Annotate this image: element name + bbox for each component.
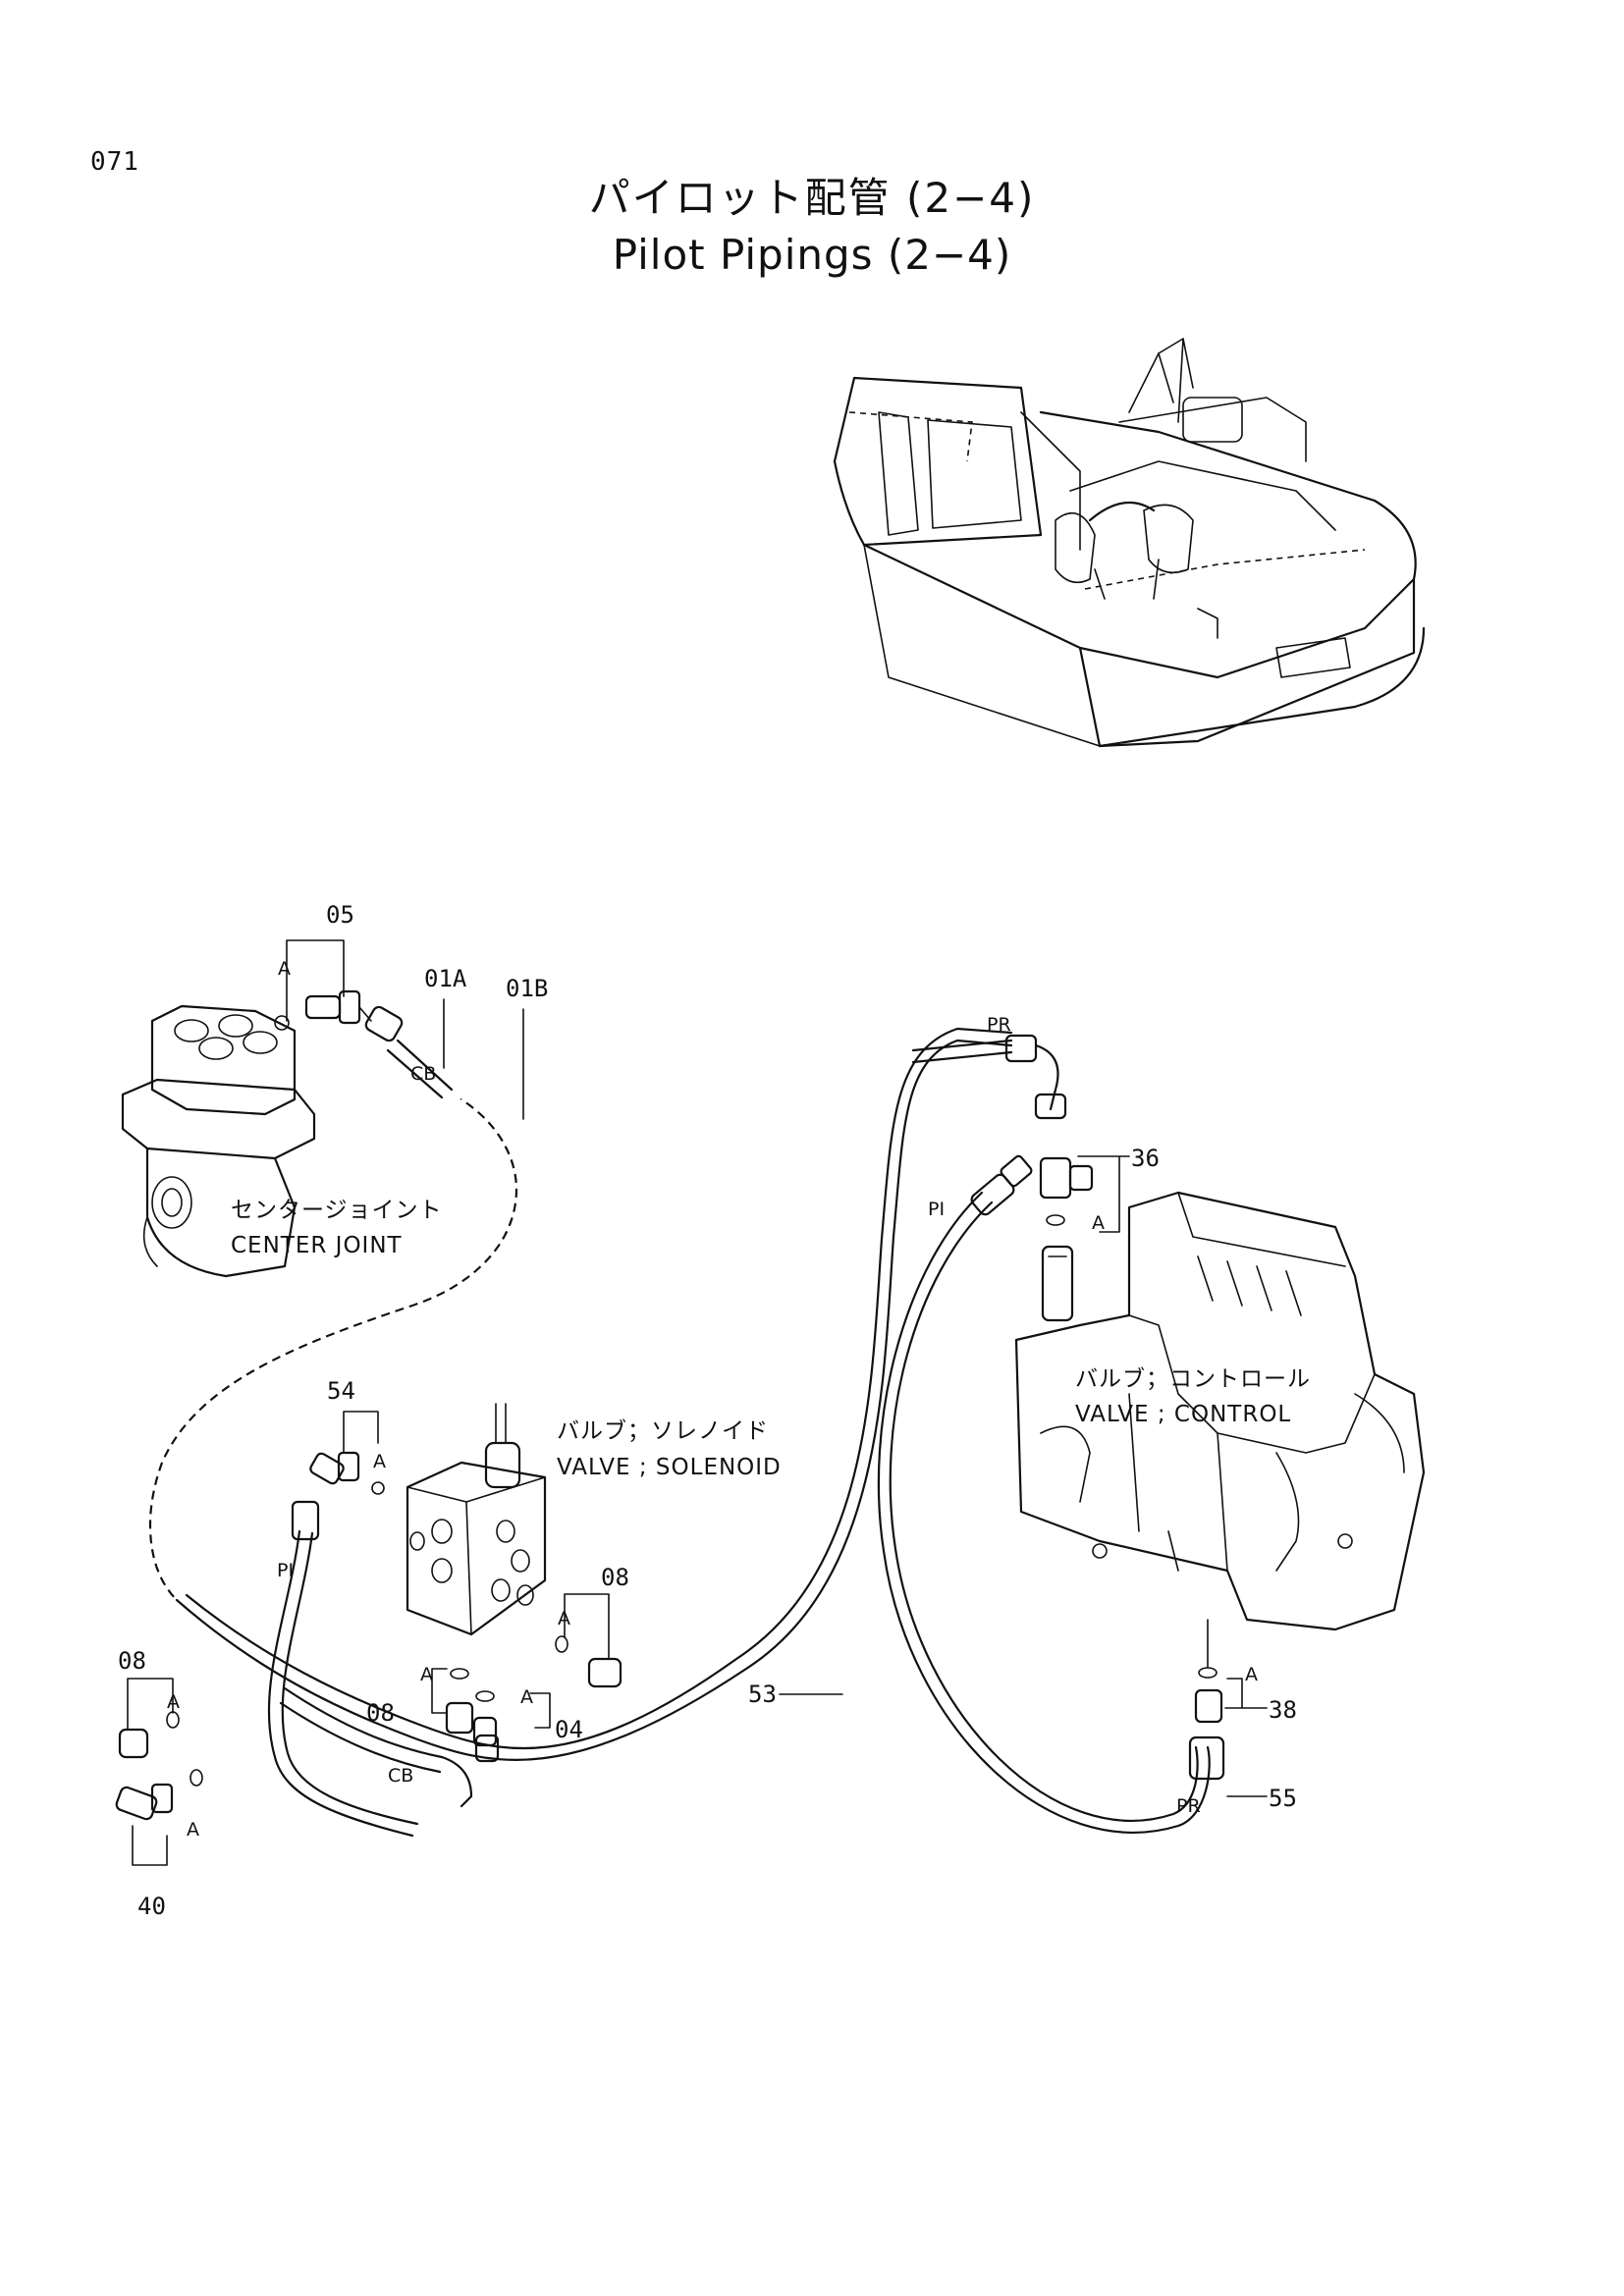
part-label-36: 36 (1131, 1145, 1160, 1172)
fitting-36-tee (1039, 1156, 1094, 1226)
part-label-08-right: 08 (601, 1564, 629, 1591)
ref-label-a: A (278, 958, 291, 980)
ref-label-pr: PR (987, 1014, 1011, 1036)
center-joint-label-en: CENTER JOINT (231, 1233, 403, 1258)
part-label-08-bottom: 08 (366, 1699, 395, 1727)
part-label-53: 53 (748, 1681, 777, 1708)
fitting-54-elbow (291, 1451, 385, 1541)
hose-cb-lower (279, 1686, 444, 1774)
ref-label-a: A (1245, 1664, 1258, 1685)
part-label-54: 54 (327, 1377, 355, 1405)
solenoid-valve-label-jp: バルブ；ソレノイド (557, 1418, 769, 1444)
ref-label-a: A (558, 1608, 570, 1629)
fitting-08-plug-left (118, 1711, 180, 1759)
fitting-08-adapter-bottom (445, 1668, 474, 1735)
center-joint-label-jp: センタージョイント (231, 1198, 443, 1223)
solenoid-valve-illustration (406, 1403, 547, 1636)
fitting-04-adapter (472, 1690, 498, 1747)
hose-53 (175, 1027, 1013, 1761)
fitting-pi-upper (970, 1154, 1033, 1216)
fitting-cb-elbow-lower (440, 1734, 500, 1808)
fitting-38-adapter (1194, 1667, 1223, 1724)
part-label-05: 05 (326, 901, 354, 929)
control-valve-illustration (1014, 1191, 1426, 1631)
ref-label-a: A (167, 1691, 180, 1713)
ref-label-cb: CB (388, 1765, 413, 1787)
control-valve-label-jp: バルブ；コントロール (1075, 1366, 1311, 1392)
fitting-08-plug-right (555, 1635, 623, 1688)
part-label-01a: 01A (424, 965, 467, 992)
fitting-55-hose-end (1188, 1735, 1225, 1781)
excavator-overview-illustration (833, 338, 1426, 748)
ref-label-pi: PI (928, 1199, 945, 1220)
ref-label-a: A (520, 1686, 533, 1708)
control-valve-label-en: VALVE ; CONTROL (1075, 1402, 1291, 1427)
part-label-55: 55 (1269, 1785, 1297, 1812)
ref-label-pi: PI (277, 1560, 294, 1581)
ref-label-a: A (420, 1664, 433, 1685)
part-label-38: 38 (1269, 1696, 1297, 1724)
ref-label-a: A (373, 1451, 386, 1472)
ref-label-pr: PR (1176, 1795, 1201, 1817)
fitting-01a-hose-end (364, 1005, 454, 1099)
hose-01b-spiral (140, 1092, 526, 1607)
leader-lines (127, 939, 1268, 1866)
part-label-40: 40 (137, 1893, 166, 1920)
fitting-40-elbow (115, 1769, 203, 1821)
part-label-08-left: 08 (118, 1647, 146, 1675)
page-number: 071 (90, 147, 139, 177)
part-label-01b: 01B (506, 975, 548, 1002)
fitting-05-elbow (274, 989, 372, 1031)
part-label-04: 04 (555, 1716, 583, 1743)
fitting-pr-elbow (911, 1034, 1067, 1120)
hose-pi-54 (267, 1529, 419, 1838)
ref-label-a: A (187, 1819, 199, 1841)
solenoid-valve-label-en: VALVE ; SOLENOID (557, 1455, 782, 1480)
ref-label-cb: CB (410, 1063, 436, 1085)
title-japanese: パイロット配管 (2−4) (588, 174, 1036, 222)
title-english: Pilot Pipings (2−4) (612, 231, 1012, 279)
hose-55 (877, 1191, 1211, 1834)
ref-label-a: A (1092, 1212, 1105, 1234)
center-joint-illustration (121, 1004, 316, 1278)
